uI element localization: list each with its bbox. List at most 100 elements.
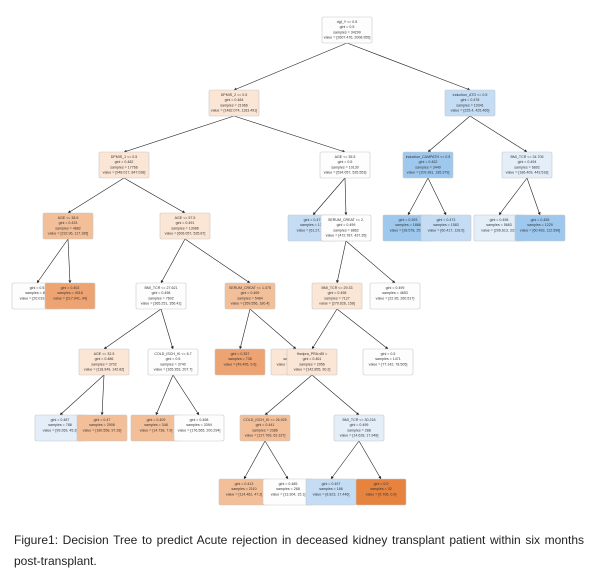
tree-node-text: samples = 10341: [456, 103, 483, 107]
tree-edge: [498, 177, 528, 216]
tree-node-text: AGE <= 38.5: [58, 216, 79, 220]
decision-tree-diagram: dgf_Y <= 0.5 gini = 0.5 samples = 34299 val…: [11, 16, 566, 506]
tree-node-text: samples = 3449: [415, 165, 440, 169]
tree-node-text: samples = 17766: [110, 165, 137, 169]
tree-node-text: value = [365.251, 356.41]: [141, 302, 182, 306]
tree-edge: [336, 240, 347, 284]
tree-node-text: gini = 0.461: [303, 357, 322, 361]
tree-node-text: gini = 0.486: [95, 357, 114, 361]
tree-node-text: value = [2607.476, 2008.955]: [324, 36, 371, 40]
tree-node-box: [159, 212, 211, 240]
tree-node-box: [333, 414, 385, 442]
tree-node-text: value = [60.483, 112.596]: [520, 228, 560, 232]
tree-node-text: samples = 738: [228, 357, 251, 361]
tree-node-text: value = [180.558, 97.28]: [83, 428, 122, 432]
tree-node-text: gini = 0.402: [61, 286, 80, 290]
tree-node-text: samples = 268: [276, 487, 299, 491]
tree-edge: [100, 374, 105, 416]
tree-node-box: [78, 348, 130, 376]
tree-node-text: gini = 0.433: [59, 221, 78, 225]
tree-node-text: samples = 348: [144, 423, 167, 427]
tree-node-text: samples = 288: [347, 428, 370, 432]
tree-node-text: samples = 186: [319, 487, 342, 491]
tree-node-text: value = [38.578, 253.5]: [390, 228, 427, 232]
tree-node-text: value = [77.142, 78.505]: [369, 362, 408, 366]
tree-edge: [358, 440, 382, 480]
tree-node-text: BMI_TCR <= 27.621: [145, 286, 178, 290]
tree-node-text: samples = 6892: [514, 165, 539, 169]
tree-node-text: gini = 0.473: [304, 218, 323, 222]
tree-node-text: COLD_ISCH_KI <= 6.7: [154, 352, 191, 356]
tree-node-text: samples = 1866: [395, 223, 420, 227]
tree-node-text: gini = 0.478: [461, 98, 480, 102]
tree-node-text: value = [232.96, 117.165]: [48, 232, 88, 236]
tree-node-text: value = [20.019, 22.5]: [20, 296, 55, 300]
tree-edge: [427, 177, 447, 216]
tree-node-box: [369, 282, 421, 310]
tree-edge: [172, 374, 200, 416]
tree-edge: [155, 374, 174, 416]
tree-edge: [123, 115, 235, 153]
tree-node-text: gini = 0.5: [30, 286, 45, 290]
tree-node-text: gini = 0.498: [190, 418, 209, 422]
tree-node-text: AGE <= 57.5: [175, 216, 196, 220]
tree-node-text: value = [225.4, 425.465]: [451, 109, 490, 113]
tree-nodes: dgf_Y <= 0.5 gini = 0.5 samples = 34299 val…: [11, 16, 566, 506]
tree-node-text: samples = 1471: [375, 357, 400, 361]
tree-node-text: samples = 2386: [252, 428, 277, 432]
tree-node-text: induction_CAMPATH <= 0.5: [406, 155, 451, 159]
tree-node-text: DPMIS_2 <= 0.5: [221, 93, 248, 97]
tree-edge: [184, 238, 251, 284]
tree-node-text: SERUM_CREAT <= 2.: [328, 218, 364, 222]
tree-node-text: gini = 0.494: [518, 160, 537, 164]
tree-node-text: COLD_ISCH_KI <= 26.925: [243, 418, 286, 422]
tree-edge: [407, 177, 429, 216]
tree-node-text: gini = 0.409: [147, 418, 166, 422]
tree-edge: [311, 308, 338, 350]
tree-edge: [469, 115, 528, 153]
tree-node-text: samples = 3740: [160, 362, 185, 366]
figure-caption: Figure1: Decision Tree to predict Acute …: [14, 533, 584, 568]
tree-node-text: value = [127.769, 62.337]: [245, 434, 286, 438]
tree-node-box: [147, 348, 199, 376]
tree-node-box: [286, 348, 338, 376]
tree-node-text: samples = 2908: [89, 423, 114, 427]
tree-node-text: gini = 0.441: [256, 423, 275, 427]
tree-node-text: value = [606.057, 535.87]: [165, 232, 206, 236]
tree-node-box: [208, 89, 260, 117]
tree-node-text: value = [472.787, 437.35]: [326, 234, 367, 238]
tree-node-box: [355, 478, 407, 506]
tree-node-text: samples = 34299: [333, 30, 360, 34]
tree-edge: [67, 177, 125, 214]
tree-node-text: gini = 0.499: [350, 423, 369, 427]
tree-node-text: gini = 0.357: [231, 352, 250, 356]
tree-node-text: dgf_Y <= 0.5: [337, 20, 358, 24]
tree-node-text: value = [118.949, 142.82]: [84, 368, 124, 372]
tree-node-text: BMI_TCR <= 34.705: [511, 155, 544, 159]
tree-node-text: value = [217.941, 94]: [53, 296, 87, 300]
tree-node-box: [135, 282, 187, 310]
tree-edge: [67, 238, 72, 284]
tree-edge: [344, 177, 348, 216]
tree-node-text: value = [359.556, 180.4]: [231, 302, 270, 306]
tree-node-text: value = [49.495, 9.6]: [224, 362, 257, 366]
tree-node-text: samples = 2956: [299, 362, 324, 366]
tree-edge: [160, 308, 174, 350]
tree-node-text: gini = 0.413: [235, 482, 254, 486]
tree-edge: [103, 308, 162, 350]
tree-node-text: gini = 0.491: [176, 221, 195, 225]
tree-edge: [264, 440, 289, 480]
tree-node-text: AGE <= 35.5: [335, 155, 356, 159]
